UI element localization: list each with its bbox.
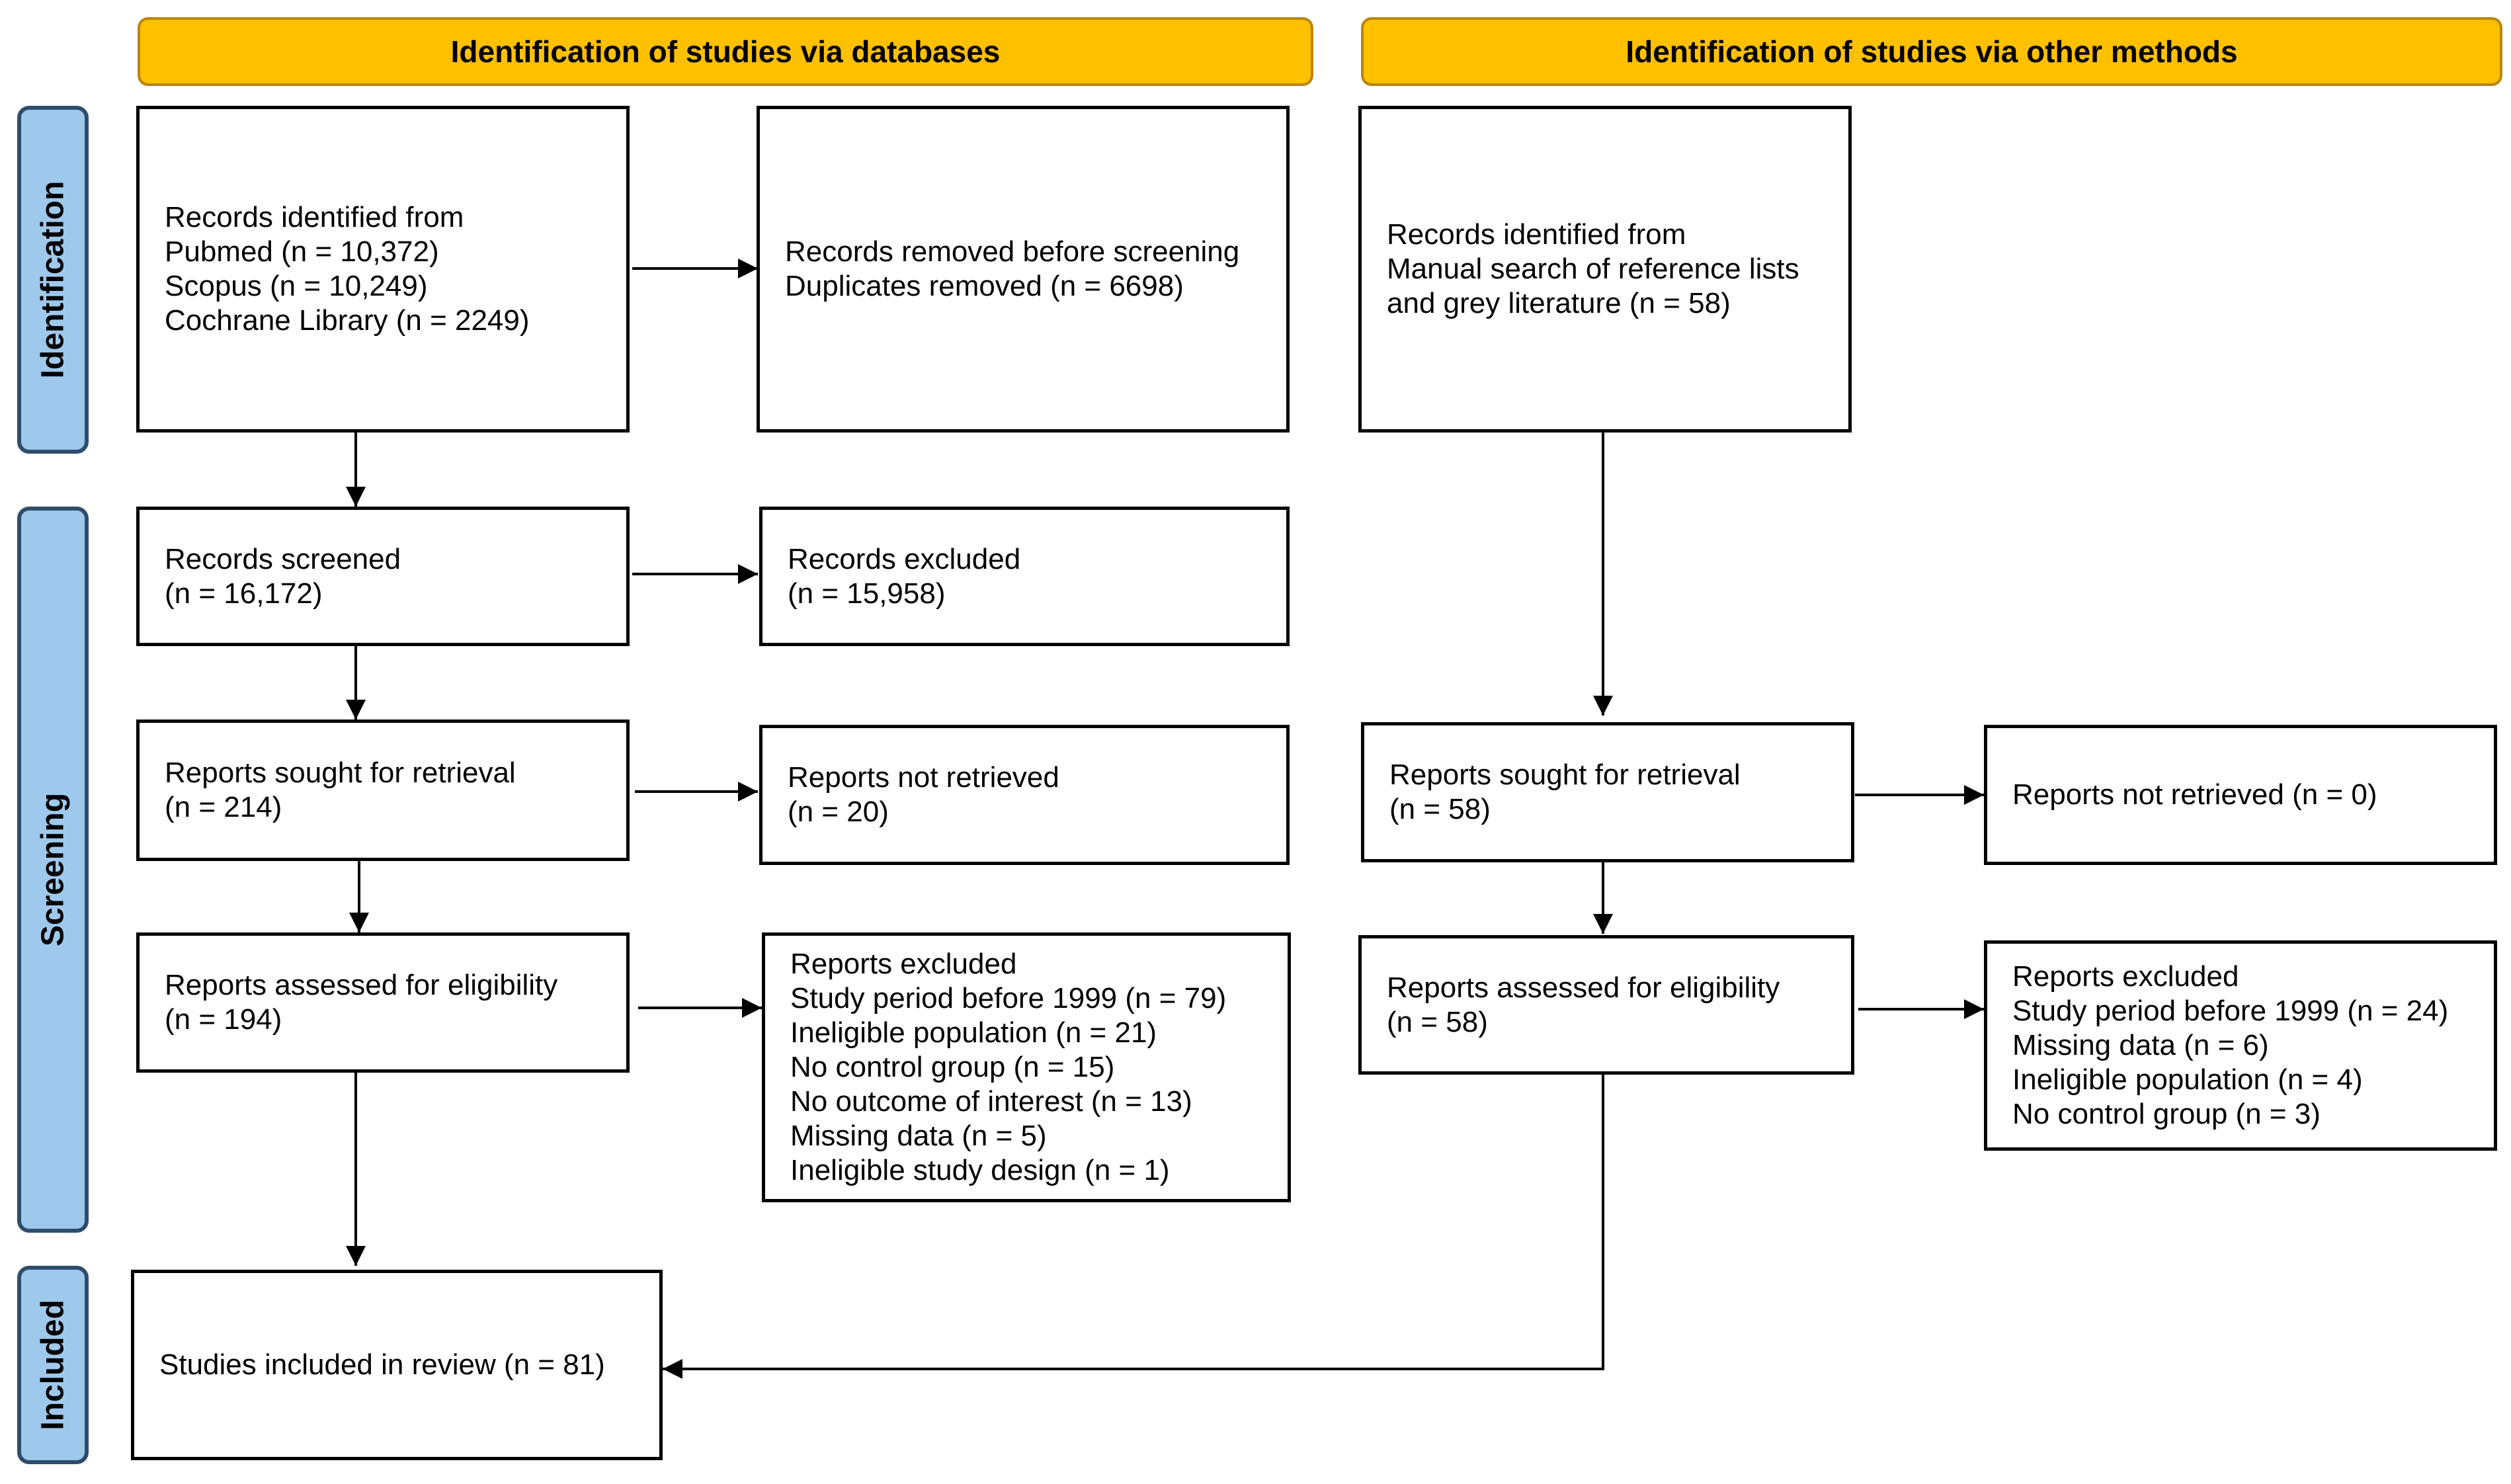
box-line: Missing data (n = 5): [790, 1120, 1047, 1152]
header-databases-label: Identification of studies via databases: [450, 34, 1001, 69]
box-other-reports-sought: Reports sought for retrieval (n = 58): [1361, 722, 1854, 862]
phase-identification-label: Identification: [35, 181, 71, 379]
box-line: Reports excluded: [2012, 960, 2239, 993]
box-studies-included: Studies included in review (n = 81): [131, 1270, 663, 1460]
box-line: (n = 16,172): [165, 577, 323, 610]
box-line: (n = 58): [1389, 793, 1491, 825]
box-line: Records excluded: [788, 542, 1021, 575]
box-other-reports-not-retrieved: Reports not retrieved (n = 0): [1984, 725, 2497, 865]
box-line: Study period before 1999 (n = 24): [2012, 995, 2449, 1027]
box-other-records-identified: Records identified from Manual search of…: [1358, 106, 1852, 433]
arrow-other-assessed-to-included: [663, 1075, 1604, 1379]
box-records-removed: Records removed before screening Duplica…: [757, 106, 1290, 433]
box-line: Reports assessed for eligibility: [1387, 971, 1780, 1004]
box-line: (n = 214): [165, 791, 282, 823]
header-other-methods-label: Identification of studies via other meth…: [1626, 34, 2238, 69]
header-other-methods: Identification of studies via other meth…: [1361, 17, 2502, 86]
box-line: Reports excluded: [790, 948, 1017, 980]
box-line: Pubmed (n = 10,372): [165, 235, 439, 268]
box-line: Manual search of reference lists: [1387, 253, 1799, 285]
box-line: and grey literature (n = 58): [1387, 287, 1731, 319]
box-reports-not-retrieved: Reports not retrieved (n = 20): [759, 725, 1290, 865]
box-line: Study period before 1999 (n = 79): [790, 982, 1227, 1014]
box-line: (n = 194): [165, 1003, 282, 1036]
box-line: Reports not retrieved: [788, 761, 1059, 794]
box-reports-excluded: Reports excluded Study period before 199…: [762, 932, 1291, 1202]
box-line: Reports sought for retrieval: [1389, 759, 1741, 791]
box-line: Ineligible population (n = 21): [790, 1016, 1157, 1049]
box-records-identified: Records identified from Pubmed (n = 10,3…: [136, 106, 630, 433]
box-line: Records screened: [165, 542, 401, 575]
box-line: Scopus (n = 10,249): [165, 270, 428, 302]
header-databases: Identification of studies via databases: [138, 17, 1313, 86]
box-other-reports-excluded: Reports excluded Study period before 199…: [1984, 940, 2497, 1151]
box-line: Missing data (n = 6): [2012, 1029, 2269, 1061]
box-line: Studies included in review (n = 81): [159, 1348, 605, 1381]
box-line: (n = 20): [788, 796, 889, 828]
box-line: No outcome of interest (n = 13): [790, 1085, 1192, 1118]
box-records-excluded: Records excluded (n = 15,958): [759, 507, 1290, 646]
box-line: Records identified from: [1387, 218, 1686, 251]
phase-screening-label: Screening: [35, 792, 71, 947]
box-line: No control group (n = 15): [790, 1051, 1115, 1083]
phase-included-label: Included: [35, 1299, 71, 1430]
box-line: (n = 15,958): [788, 577, 946, 610]
box-reports-sought: Reports sought for retrieval (n = 214): [136, 720, 630, 861]
box-records-screened: Records screened (n = 16,172): [136, 507, 630, 646]
box-line: No control group (n = 3): [2012, 1098, 2321, 1130]
box-other-reports-assessed: Reports assessed for eligibility (n = 58…: [1358, 935, 1854, 1075]
box-line: Records removed before screening: [785, 235, 1240, 268]
phase-identification: Identification: [17, 106, 89, 454]
box-line: Ineligible study design (n = 1): [790, 1154, 1170, 1186]
box-line: Duplicates removed (n = 6698): [785, 270, 1184, 302]
box-line: Reports assessed for eligibility: [165, 969, 558, 1001]
box-line: Reports not retrieved (n = 0): [2012, 778, 2377, 811]
box-line: Ineligible population (n = 4): [2012, 1063, 2363, 1096]
box-line: (n = 58): [1387, 1005, 1488, 1038]
box-line: Reports sought for retrieval: [165, 757, 516, 789]
box-line: Records identified from: [165, 201, 464, 233]
box-line: Cochrane Library (n = 2249): [165, 304, 530, 337]
phase-screening: Screening: [17, 507, 89, 1233]
phase-included: Included: [17, 1266, 89, 1464]
box-reports-assessed: Reports assessed for eligibility (n = 19…: [136, 932, 630, 1073]
